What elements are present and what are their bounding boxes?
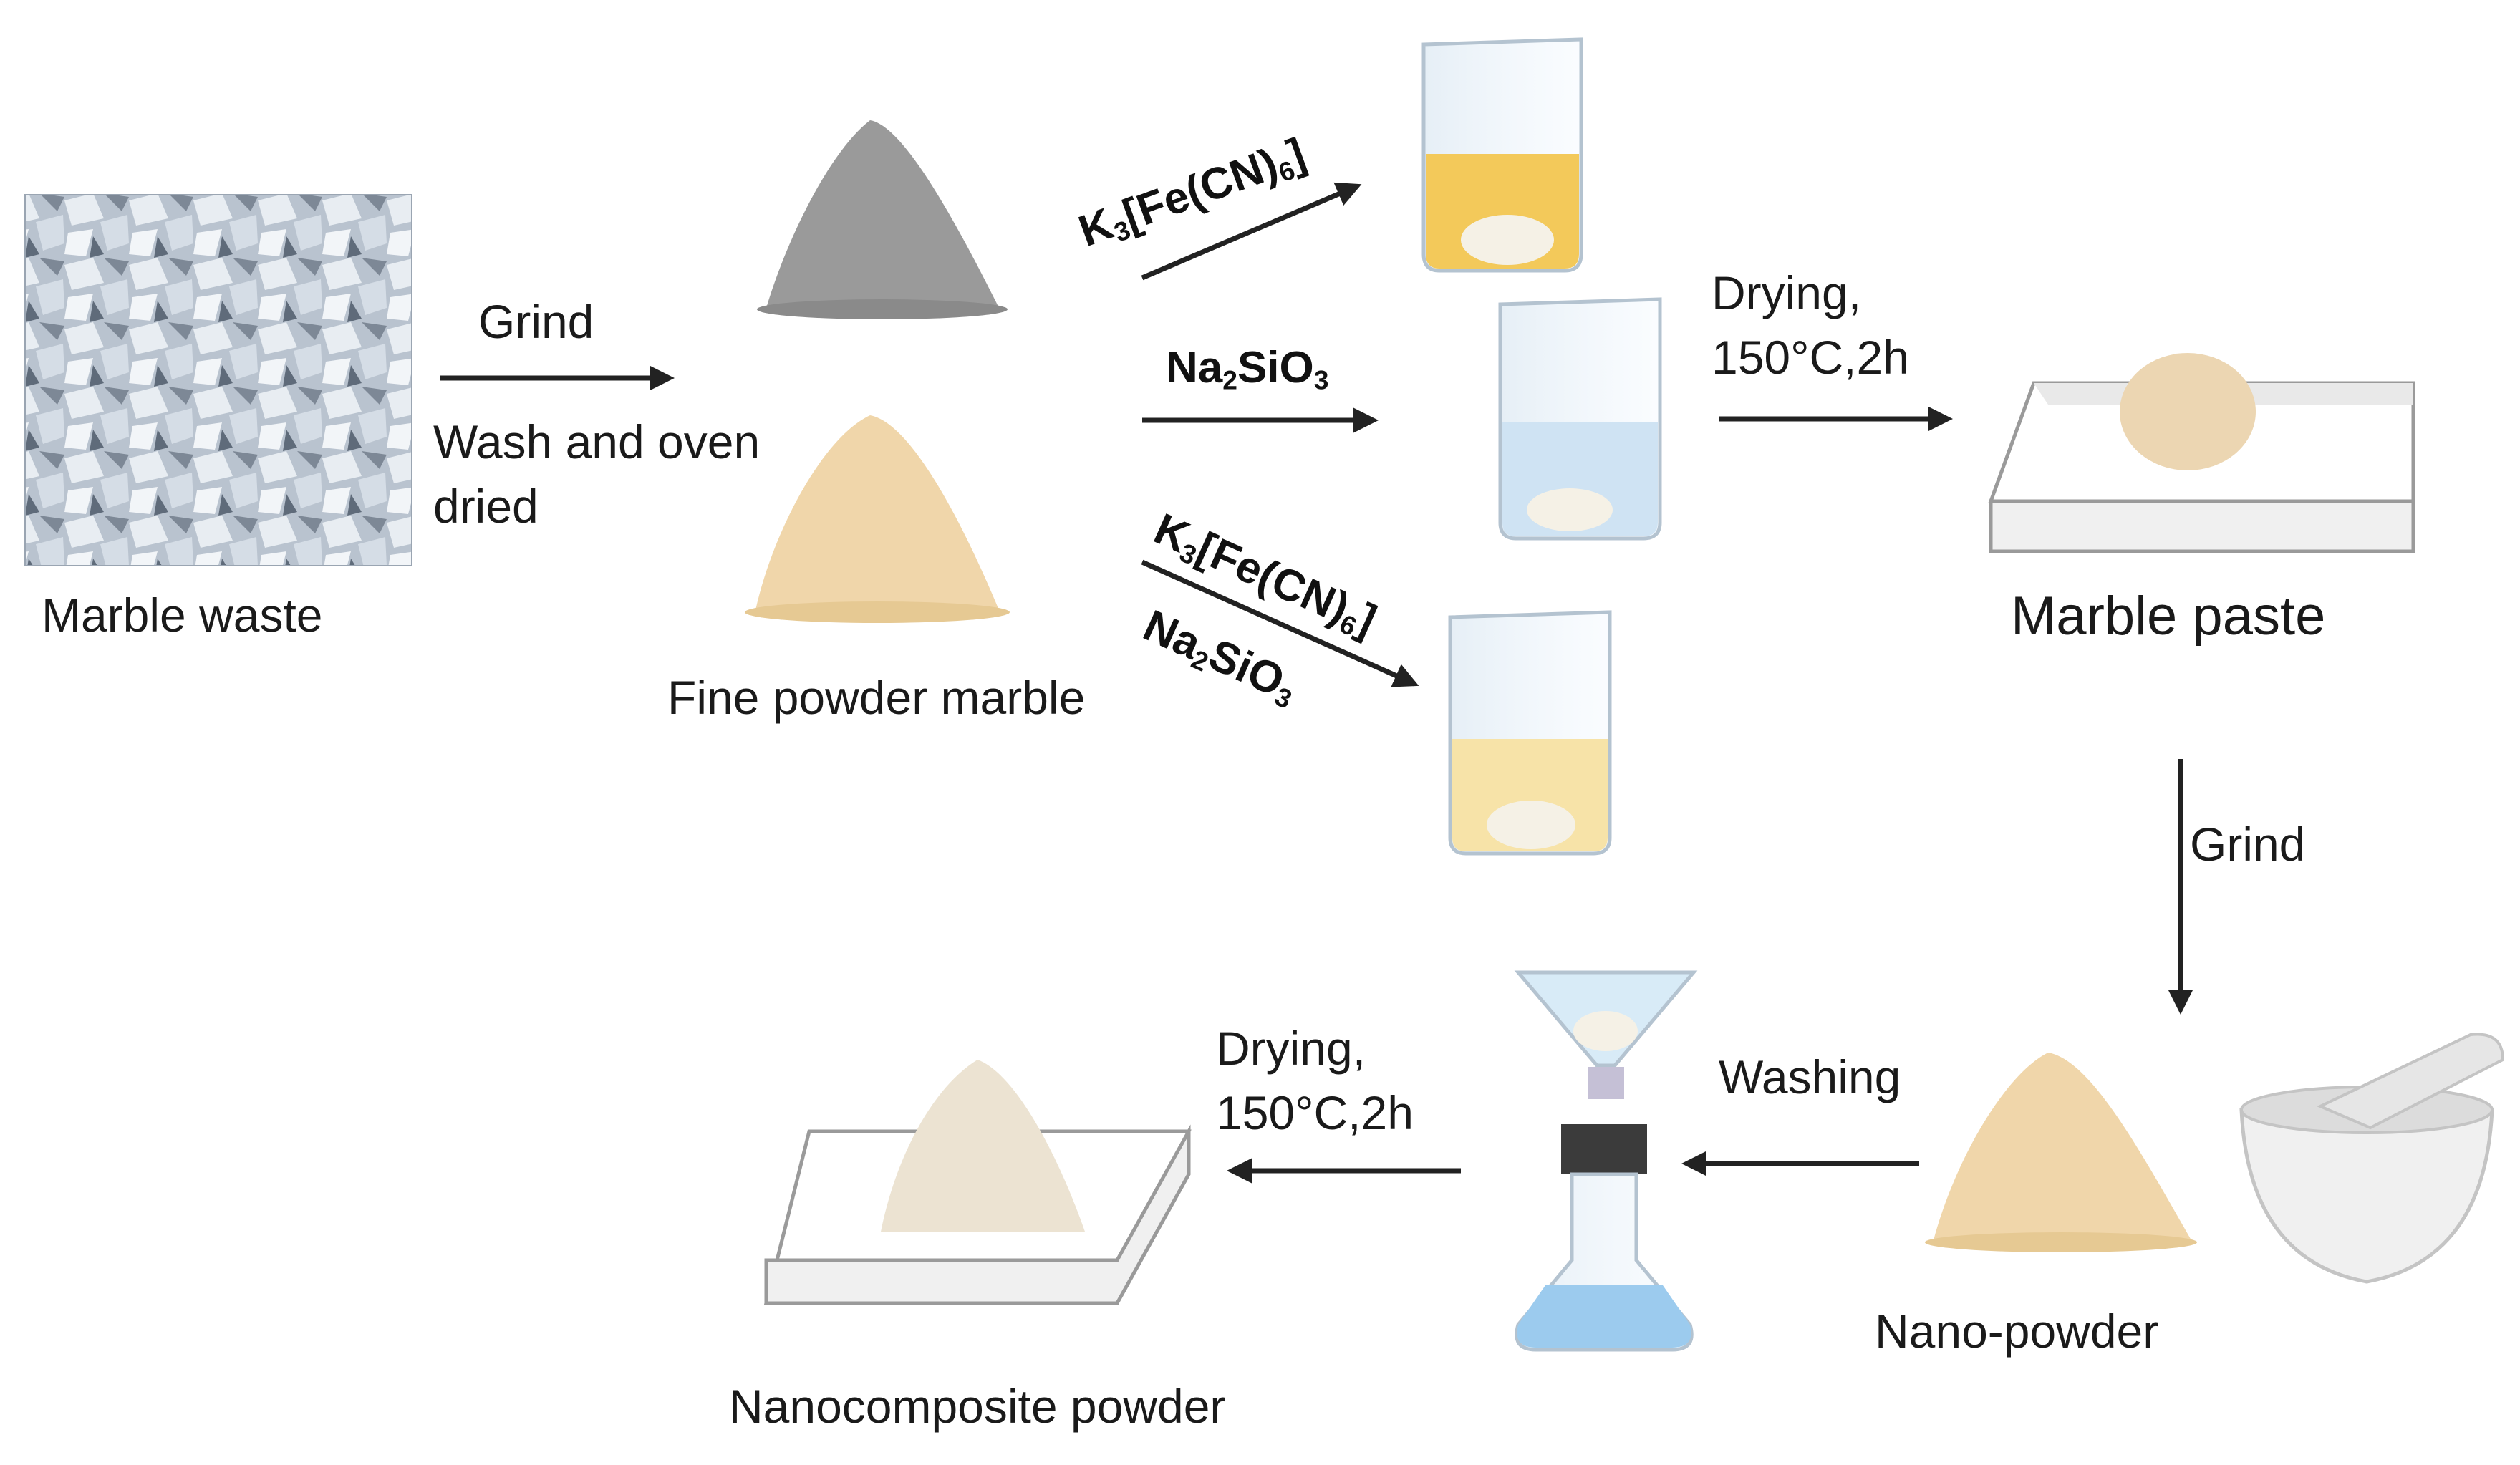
marble-waste-image [24, 194, 412, 566]
arrow-reagent-3 [1141, 559, 1419, 687]
nanocomposite-label: Nanocomposite powder [729, 1380, 1226, 1433]
marble-paste-label: Marble paste [2011, 586, 2326, 647]
washing-label: Washing [1719, 1050, 1901, 1103]
nano-powder-heap [1925, 1053, 2197, 1252]
reagent-na2sio3: Na2SiO3 [1166, 343, 1329, 395]
filtration-setup [1514, 970, 1698, 1352]
beaker-pale-yellow [1448, 610, 1612, 856]
gray-powder-heap [757, 120, 1008, 319]
drying-label-1a: Drying, [1712, 266, 1862, 319]
marble-waste-label: Marble waste [42, 589, 323, 642]
arrow-reagent-1 [1141, 182, 1362, 281]
drying-label-1b: 150°C,2h [1712, 331, 1909, 384]
beaker-blue [1498, 297, 1662, 541]
drying-label-2b: 150°C,2h [1216, 1086, 1414, 1139]
grind-label-1: Grind [478, 295, 594, 348]
wash-dried-label-1: Wash and oven [433, 415, 761, 468]
fine-powder-label: Fine powder marble [667, 671, 1086, 724]
marble-paste-tray [1988, 353, 2415, 553]
fine-powder-heap [745, 415, 1010, 623]
beaker-yellow [1421, 37, 1583, 273]
nanocomposite-tray [763, 1060, 1192, 1305]
mortar-and-pestle [2239, 1033, 2505, 1284]
drying-label-2a: Drying, [1216, 1022, 1366, 1075]
grind-label-2: Grind [2190, 818, 2306, 871]
nano-powder-label: Nano-powder [1875, 1305, 2159, 1358]
wash-dried-label-2: dried [433, 480, 539, 533]
